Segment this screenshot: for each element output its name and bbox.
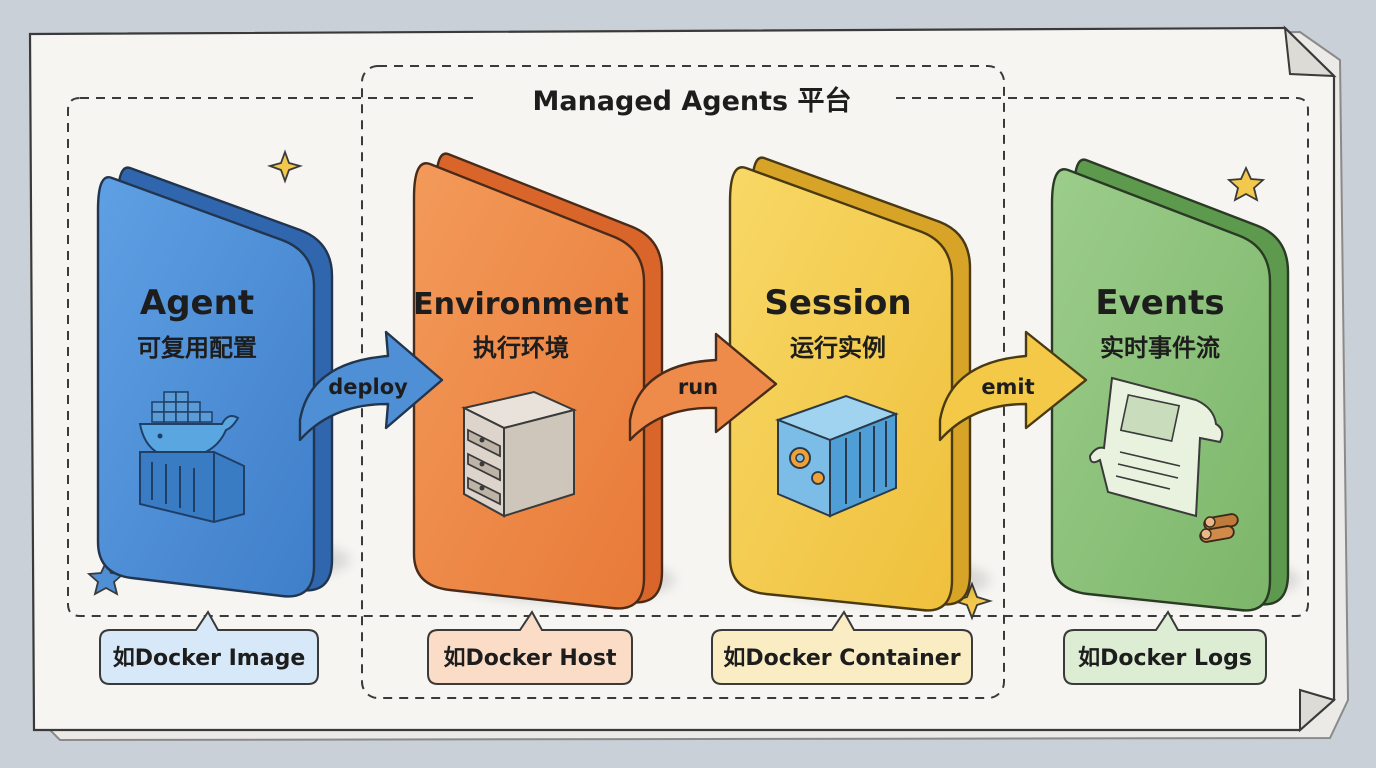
card-agent[interactable]: Agent 可复用配置 [96, 166, 350, 598]
note-docker-image-label: 如Docker Image [113, 646, 306, 671]
card-environment-title: Environment [413, 287, 629, 322]
note-docker-container-label: 如Docker Container [723, 646, 960, 671]
arrow-emit: emit [938, 330, 1088, 442]
arrow-deploy: deploy [298, 330, 444, 442]
container-gear-icon [775, 394, 899, 518]
arrow-run: run [628, 332, 778, 442]
card-session-subtitle: 运行实例 [790, 334, 886, 362]
note-docker-logs: 如Docker Logs [1063, 610, 1267, 685]
card-agent-title: Agent [140, 283, 254, 323]
card-events-title: Events [1095, 283, 1224, 323]
docker-whale-container-icon [138, 391, 245, 524]
note-docker-logs-label: 如Docker Logs [1078, 646, 1252, 671]
arrow-deploy-label: deploy [328, 375, 408, 399]
title-backdrop [480, 76, 890, 124]
platform-title: Managed Agents 平台 [532, 85, 851, 117]
note-docker-image: 如Docker Image [99, 610, 319, 685]
sparkle-icon [267, 149, 303, 184]
card-environment-subtitle: 执行环境 [473, 334, 569, 362]
card-events[interactable]: Events 实时事件流 [1050, 158, 1300, 612]
logs-wood-icon [1199, 513, 1239, 543]
log-scroll-icon [1088, 376, 1239, 543]
arrow-run-label: run [678, 375, 718, 399]
note-docker-host-label: 如Docker Host [443, 646, 617, 671]
card-events-subtitle: 实时事件流 [1100, 334, 1220, 362]
outer-dashed-frame [67, 97, 1309, 617]
arrow-emit-label: emit [981, 375, 1034, 399]
server-icon [461, 390, 578, 518]
star-icon [1226, 165, 1266, 202]
note-docker-container: 如Docker Container [711, 610, 973, 685]
card-agent-subtitle: 可复用配置 [137, 334, 257, 362]
note-docker-host: 如Docker Host [427, 610, 633, 685]
card-session[interactable]: Session 运行实例 [728, 156, 990, 612]
card-environment[interactable]: Environment 执行环境 [412, 152, 675, 610]
card-session-title: Session [764, 283, 911, 323]
